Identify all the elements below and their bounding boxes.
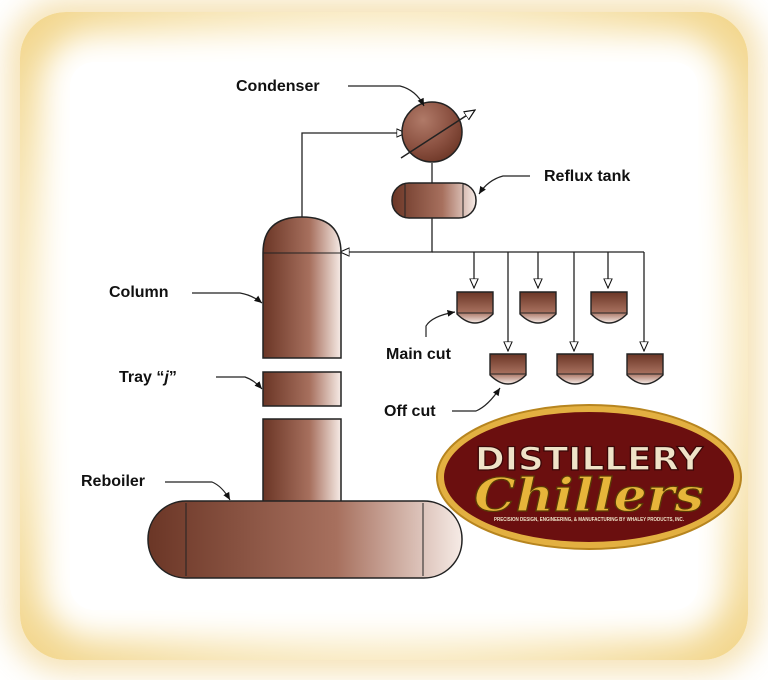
column-lower <box>262 418 342 508</box>
leader-arrows <box>165 85 530 501</box>
main-cut-label: Main cut <box>386 346 452 363</box>
receiver-vessel <box>626 353 664 385</box>
receiver-vessel <box>456 291 494 324</box>
main-cut-vessels <box>456 291 628 324</box>
receiver-vessel <box>556 353 594 385</box>
reflux-tank-label: Reflux tank <box>544 168 630 185</box>
receiver-vessel <box>590 291 628 324</box>
condenser-leader <box>348 85 425 107</box>
reflux-line <box>340 218 433 252</box>
off-cut-leader <box>452 387 501 412</box>
tray-label-prefix: Tray “ <box>119 369 164 386</box>
column-label: Column <box>109 284 169 301</box>
main-cut-leader <box>425 309 456 337</box>
reboiler-leader <box>165 481 231 501</box>
tray-label-variable: j <box>162 369 169 386</box>
off-cut-vessels <box>489 353 664 385</box>
reflux-tank-leader <box>478 175 530 195</box>
distillery-chillers-logo: DISTILLERY Chillers PRECISION DESIGN, EN… <box>436 404 742 550</box>
vapor-line <box>301 133 406 217</box>
logo-line2: Chillers <box>474 468 704 522</box>
receiver-vessel <box>489 353 527 385</box>
off-cut-label: Off cut <box>384 403 436 420</box>
reflux-tank <box>391 182 477 219</box>
reboiler-label: Reboiler <box>81 473 145 490</box>
tray-j <box>262 371 342 407</box>
condenser-label: Condenser <box>236 78 320 95</box>
logo-line1: DISTILLERY <box>475 440 704 478</box>
column-leader <box>192 292 263 304</box>
logo-tagline: PRECISION DESIGN, ENGINEERING, & MANUFAC… <box>494 517 685 523</box>
tray-label-suffix: ” <box>169 369 177 386</box>
condenser <box>400 101 475 163</box>
receiver-vessel <box>519 291 557 324</box>
tray-label: Tray “j” <box>119 369 177 386</box>
tray-leader <box>216 376 263 390</box>
reboiler <box>147 500 463 579</box>
column <box>262 216 342 508</box>
piping <box>301 133 644 351</box>
